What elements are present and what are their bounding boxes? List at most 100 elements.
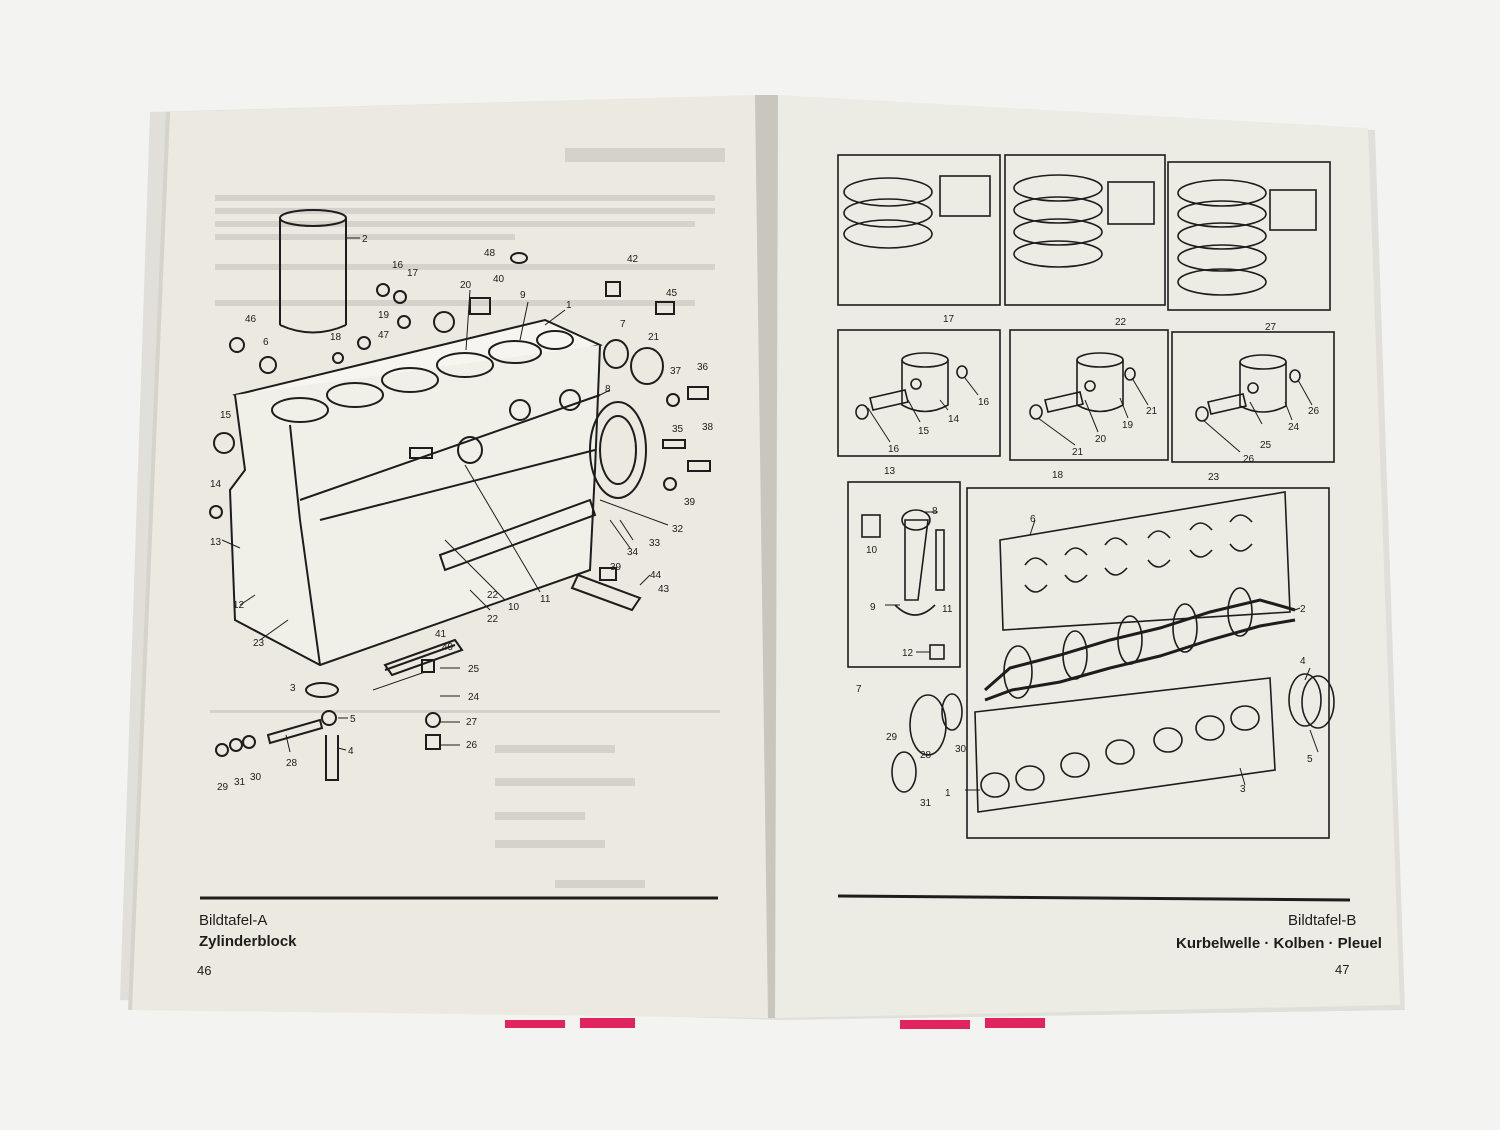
callout: 10 [866, 545, 878, 556]
callout: 16 [978, 397, 990, 408]
callout: 4 [1300, 656, 1306, 667]
callout: 12 [233, 600, 245, 611]
callout: 26 [1243, 454, 1255, 465]
cylinder-block-drawing [209, 209, 711, 781]
right-page [775, 95, 1400, 1018]
callout: 35 [672, 424, 684, 435]
callout: 28 [286, 758, 298, 769]
callout: 33 [649, 538, 661, 549]
callout: 39 [684, 497, 696, 508]
right-plate-title: Kurbelwelle · Kolben · Pleuel [1176, 935, 1382, 952]
callout: 10 [508, 602, 520, 613]
callout: 48 [484, 248, 496, 259]
callout: 13 [210, 537, 222, 548]
callout: 26 [1308, 406, 1320, 417]
callout: 39 [610, 562, 622, 573]
callout: 44 [650, 570, 662, 581]
callout: 31 [920, 798, 932, 809]
callout: 42 [627, 254, 639, 265]
callout: 9 [520, 290, 526, 301]
callout: 22 [487, 590, 499, 601]
callout: 31 [234, 777, 246, 788]
callout: 16 [392, 260, 404, 271]
right-footer-rule [837, 894, 1351, 902]
callout: 25 [1260, 440, 1272, 451]
callout: 9 [870, 602, 876, 613]
callout: 5 [1307, 754, 1313, 765]
callout: 34 [627, 547, 639, 558]
callout: 1 [566, 300, 572, 311]
callout: 6 [263, 337, 269, 348]
callout: 7 [856, 684, 862, 695]
callout: 23 [1208, 472, 1220, 483]
callout: 6 [1030, 514, 1036, 525]
callout: 21 [648, 332, 660, 343]
callout: 11 [540, 594, 551, 605]
callout: 14 [210, 479, 222, 490]
callout: 15 [918, 426, 930, 437]
callout: 1 [945, 788, 951, 799]
callout: 30 [250, 772, 262, 783]
callout: 26 [466, 740, 478, 751]
callout: 11 [942, 604, 953, 615]
callout: 36 [697, 362, 709, 373]
callout: 4 [348, 746, 354, 757]
callout: 29 [886, 732, 898, 743]
right-page-number: 47 [1335, 962, 1350, 977]
left-plate-label: Bildtafel-A [199, 912, 268, 929]
callout: 3 [1240, 784, 1246, 795]
callout: 19 [1122, 420, 1134, 431]
callout: 49 [442, 642, 454, 653]
callout: 7 [620, 319, 626, 330]
crank-conrod-drawing [847, 481, 1335, 839]
callout: 32 [672, 524, 684, 535]
callout: 18 [1052, 470, 1064, 481]
left-plate-title: Zylinderblock [199, 933, 297, 950]
bleed-through [210, 148, 725, 888]
callout: 20 [1095, 434, 1107, 445]
callout: 3 [290, 683, 296, 694]
callout: 2 [362, 234, 368, 245]
callout: 47 [378, 330, 390, 341]
left-callouts: 1 2 3 4 5 6 7 8 9 10 11 12 13 14 15 16 1… [210, 234, 714, 793]
right-plate-label: Bildtafel-B [1288, 912, 1357, 929]
callout: 38 [702, 422, 714, 433]
callout: 19 [378, 310, 390, 321]
callout: 29 [217, 782, 229, 793]
callout: 43 [658, 584, 670, 595]
callout: 8 [932, 506, 938, 517]
callout: 27 [1265, 322, 1277, 333]
callout: 18 [330, 332, 342, 343]
callout: 5 [350, 714, 356, 725]
callout: 45 [666, 288, 678, 299]
callout: 8 [605, 384, 611, 395]
callout: 28 [920, 750, 932, 761]
callout: 41 [435, 629, 447, 640]
callout: 21 [1072, 447, 1084, 458]
callout: 22 [487, 614, 499, 625]
callout: 40 [493, 274, 505, 285]
left-page-number: 46 [197, 963, 212, 978]
red-stamp [505, 1018, 1045, 1029]
left-leaders [221, 237, 669, 753]
right-leaders [867, 377, 1319, 791]
callout: 30 [955, 744, 967, 755]
callout: 27 [466, 717, 478, 728]
piston-ring-boxes [837, 154, 1335, 463]
callout: 17 [943, 314, 955, 325]
callout: 17 [407, 268, 419, 279]
callout: 24 [468, 692, 480, 703]
callout: 25 [468, 664, 480, 675]
callout: 23 [253, 638, 265, 649]
callout: 24 [1288, 422, 1300, 433]
callout: 2 [1300, 604, 1306, 615]
callout: 15 [220, 410, 232, 421]
callout: 22 [1115, 317, 1127, 328]
callout: 20 [460, 280, 472, 291]
right-callouts: 17 22 27 13 18 23 14 15 16 16 19 20 21 2… [856, 314, 1320, 809]
callout: 14 [948, 414, 960, 425]
callout: 13 [884, 466, 896, 477]
callout: 37 [670, 366, 682, 377]
